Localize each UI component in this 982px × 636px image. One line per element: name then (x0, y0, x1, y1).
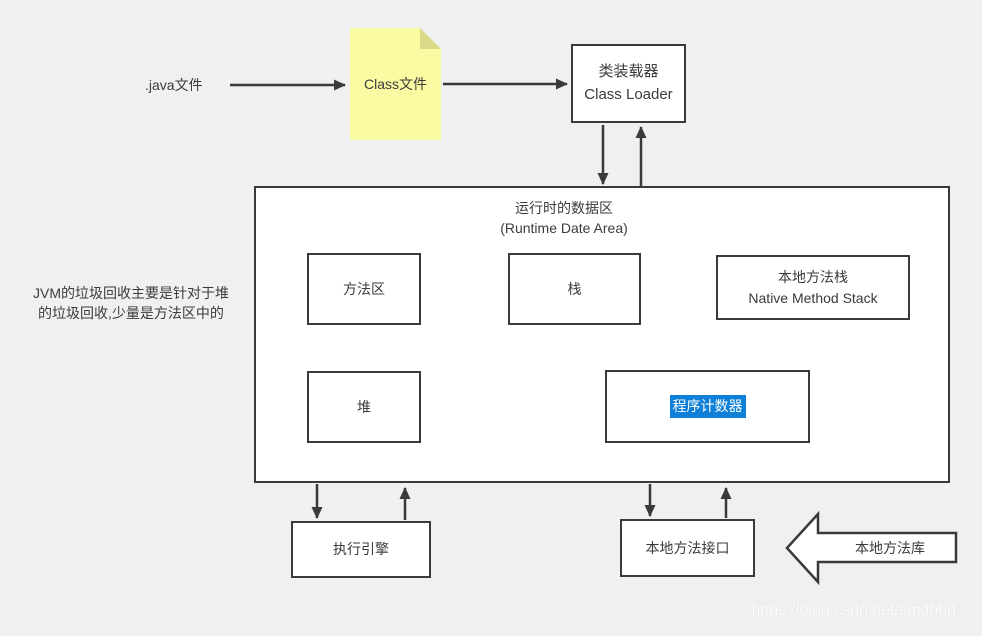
runtime-data-area-title: 运行时的数据区 (Runtime Date Area) (254, 198, 874, 239)
class-file-note: Class文件 (350, 28, 441, 140)
watermark: https://blog.csdn.net/smdbhd (751, 602, 956, 619)
method-area-box: 方法区 (307, 253, 421, 325)
runtime-title-cn: 运行时的数据区 (515, 200, 613, 216)
native-method-interface-label: 本地方法接口 (645, 539, 730, 556)
class-loader-box: 类装载器 Class Loader (571, 44, 686, 123)
native-method-stack-label-en: Native Method Stack (748, 289, 878, 306)
program-counter-label-selected: 程序计数器 (669, 395, 746, 418)
gc-annotation-line1: JVM的垃圾回收主要是针对于堆 (33, 285, 229, 301)
runtime-title-en: (Runtime Date Area) (500, 220, 628, 237)
native-method-interface-box: 本地方法接口 (620, 519, 755, 577)
note-fold-corner (420, 28, 441, 49)
class-file-label: Class文件 (363, 76, 427, 92)
execution-engine-label: 执行引擎 (333, 541, 389, 557)
stack-label: 栈 (567, 280, 582, 297)
stack-box: 栈 (508, 253, 641, 325)
native-method-library-label: 本地方法库 (855, 540, 925, 556)
gc-annotation-line2: 的垃圾回收,少量是方法区中的 (38, 305, 224, 322)
method-area-label: 方法区 (343, 280, 385, 297)
program-counter-box: 程序计数器 (605, 370, 810, 443)
native-method-stack-label-cn: 本地方法栈 (778, 268, 848, 285)
native-method-stack-box: 本地方法栈 Native Method Stack (716, 255, 910, 320)
heap-box: 堆 (307, 371, 421, 443)
heap-label: 堆 (357, 398, 371, 415)
class-loader-label-en: Class Loader (584, 85, 673, 103)
java-file-label: .java文件 (145, 77, 203, 93)
gc-annotation: JVM的垃圾回收主要是针对于堆 的垃圾回收,少量是方法区中的 (18, 283, 244, 324)
class-loader-label-cn: 类装载器 (598, 63, 659, 80)
execution-engine-box: 执行引擎 (291, 521, 431, 578)
